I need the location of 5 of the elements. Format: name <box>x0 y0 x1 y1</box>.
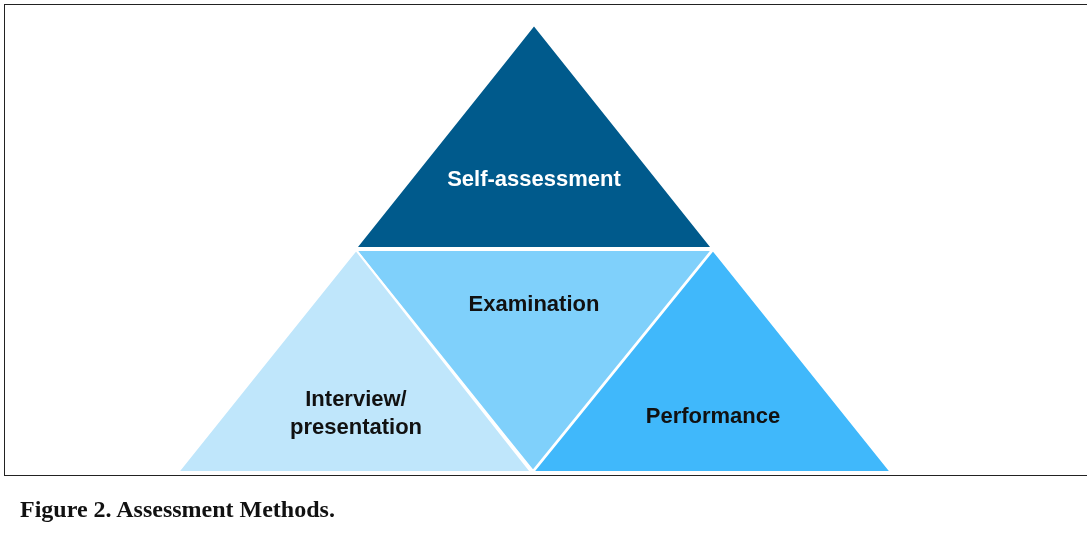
segment-label: Performance <box>644 402 782 430</box>
segment-label: Examination <box>467 290 601 318</box>
figure-caption: Figure 2. Assessment Methods. <box>20 496 335 523</box>
segment-label: Interview/ presentation <box>289 385 423 441</box>
segment-label: Self-assessment <box>446 165 622 193</box>
